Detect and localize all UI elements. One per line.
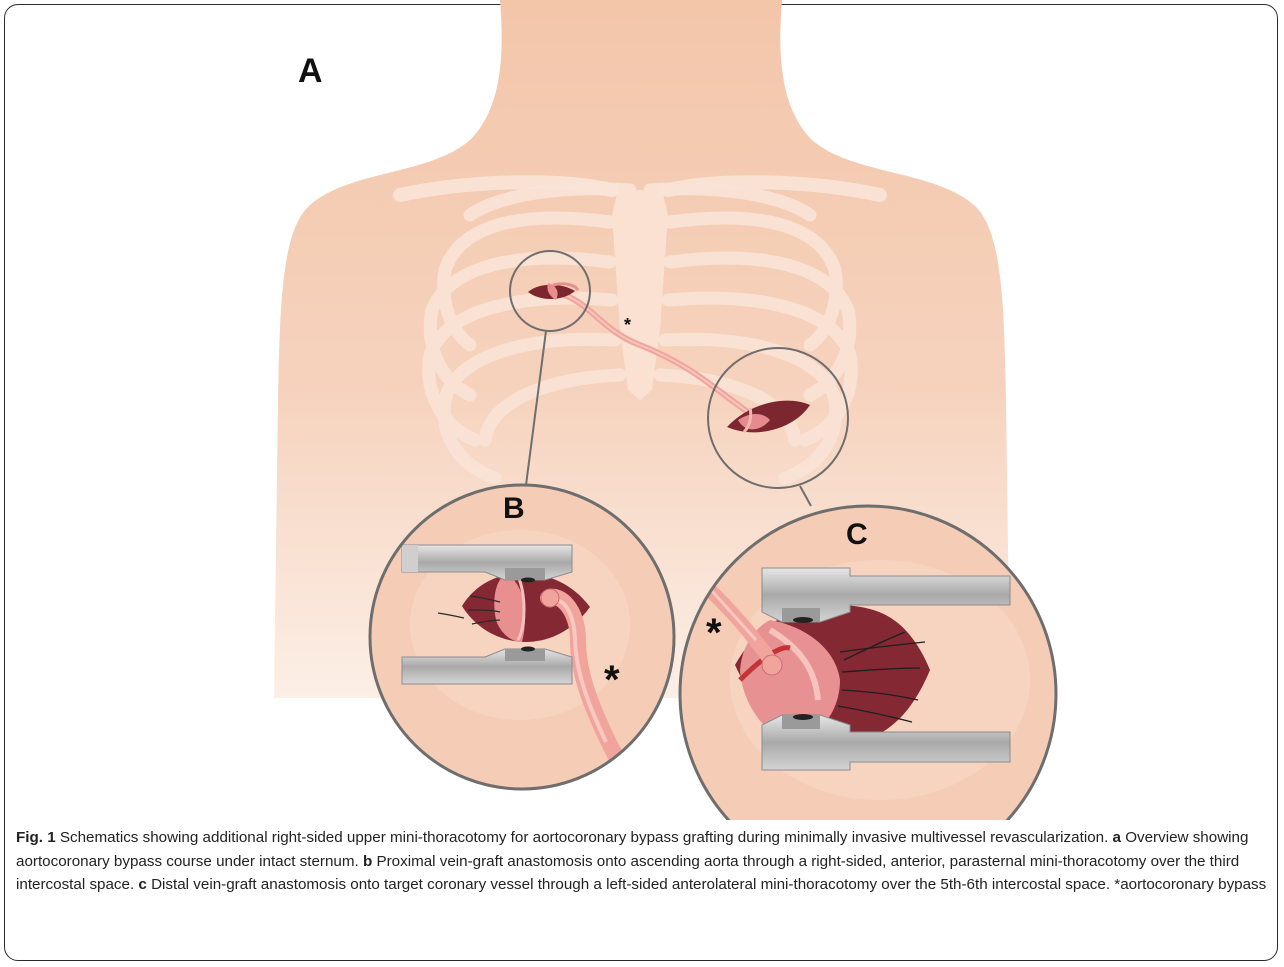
lens-b [370,485,674,789]
caption-intro: Schematics showing additional right-side… [56,829,1113,846]
caption-footnote: *aortocoronary bypass [1114,876,1266,893]
figure-caption: Fig. 1 Schematics showing additional rig… [16,826,1268,897]
caption-c-label: c [138,876,146,893]
caption-b-label: b [363,853,372,870]
caption-fig-label: Fig. 1 [16,829,56,846]
caption-c-text: Distal vein-graft anastomosis onto targe… [147,876,1114,893]
graft-asterisk-c: * [706,611,722,655]
caption-a-label: a [1113,829,1121,846]
panel-label-b: B [503,492,525,525]
graft-asterisk-b: * [604,658,620,702]
panel-label-c: C [846,518,868,551]
figure-illustration: * A [0,0,1284,820]
panel-label-a: A [298,52,323,90]
graft-asterisk-small: * [624,315,631,335]
